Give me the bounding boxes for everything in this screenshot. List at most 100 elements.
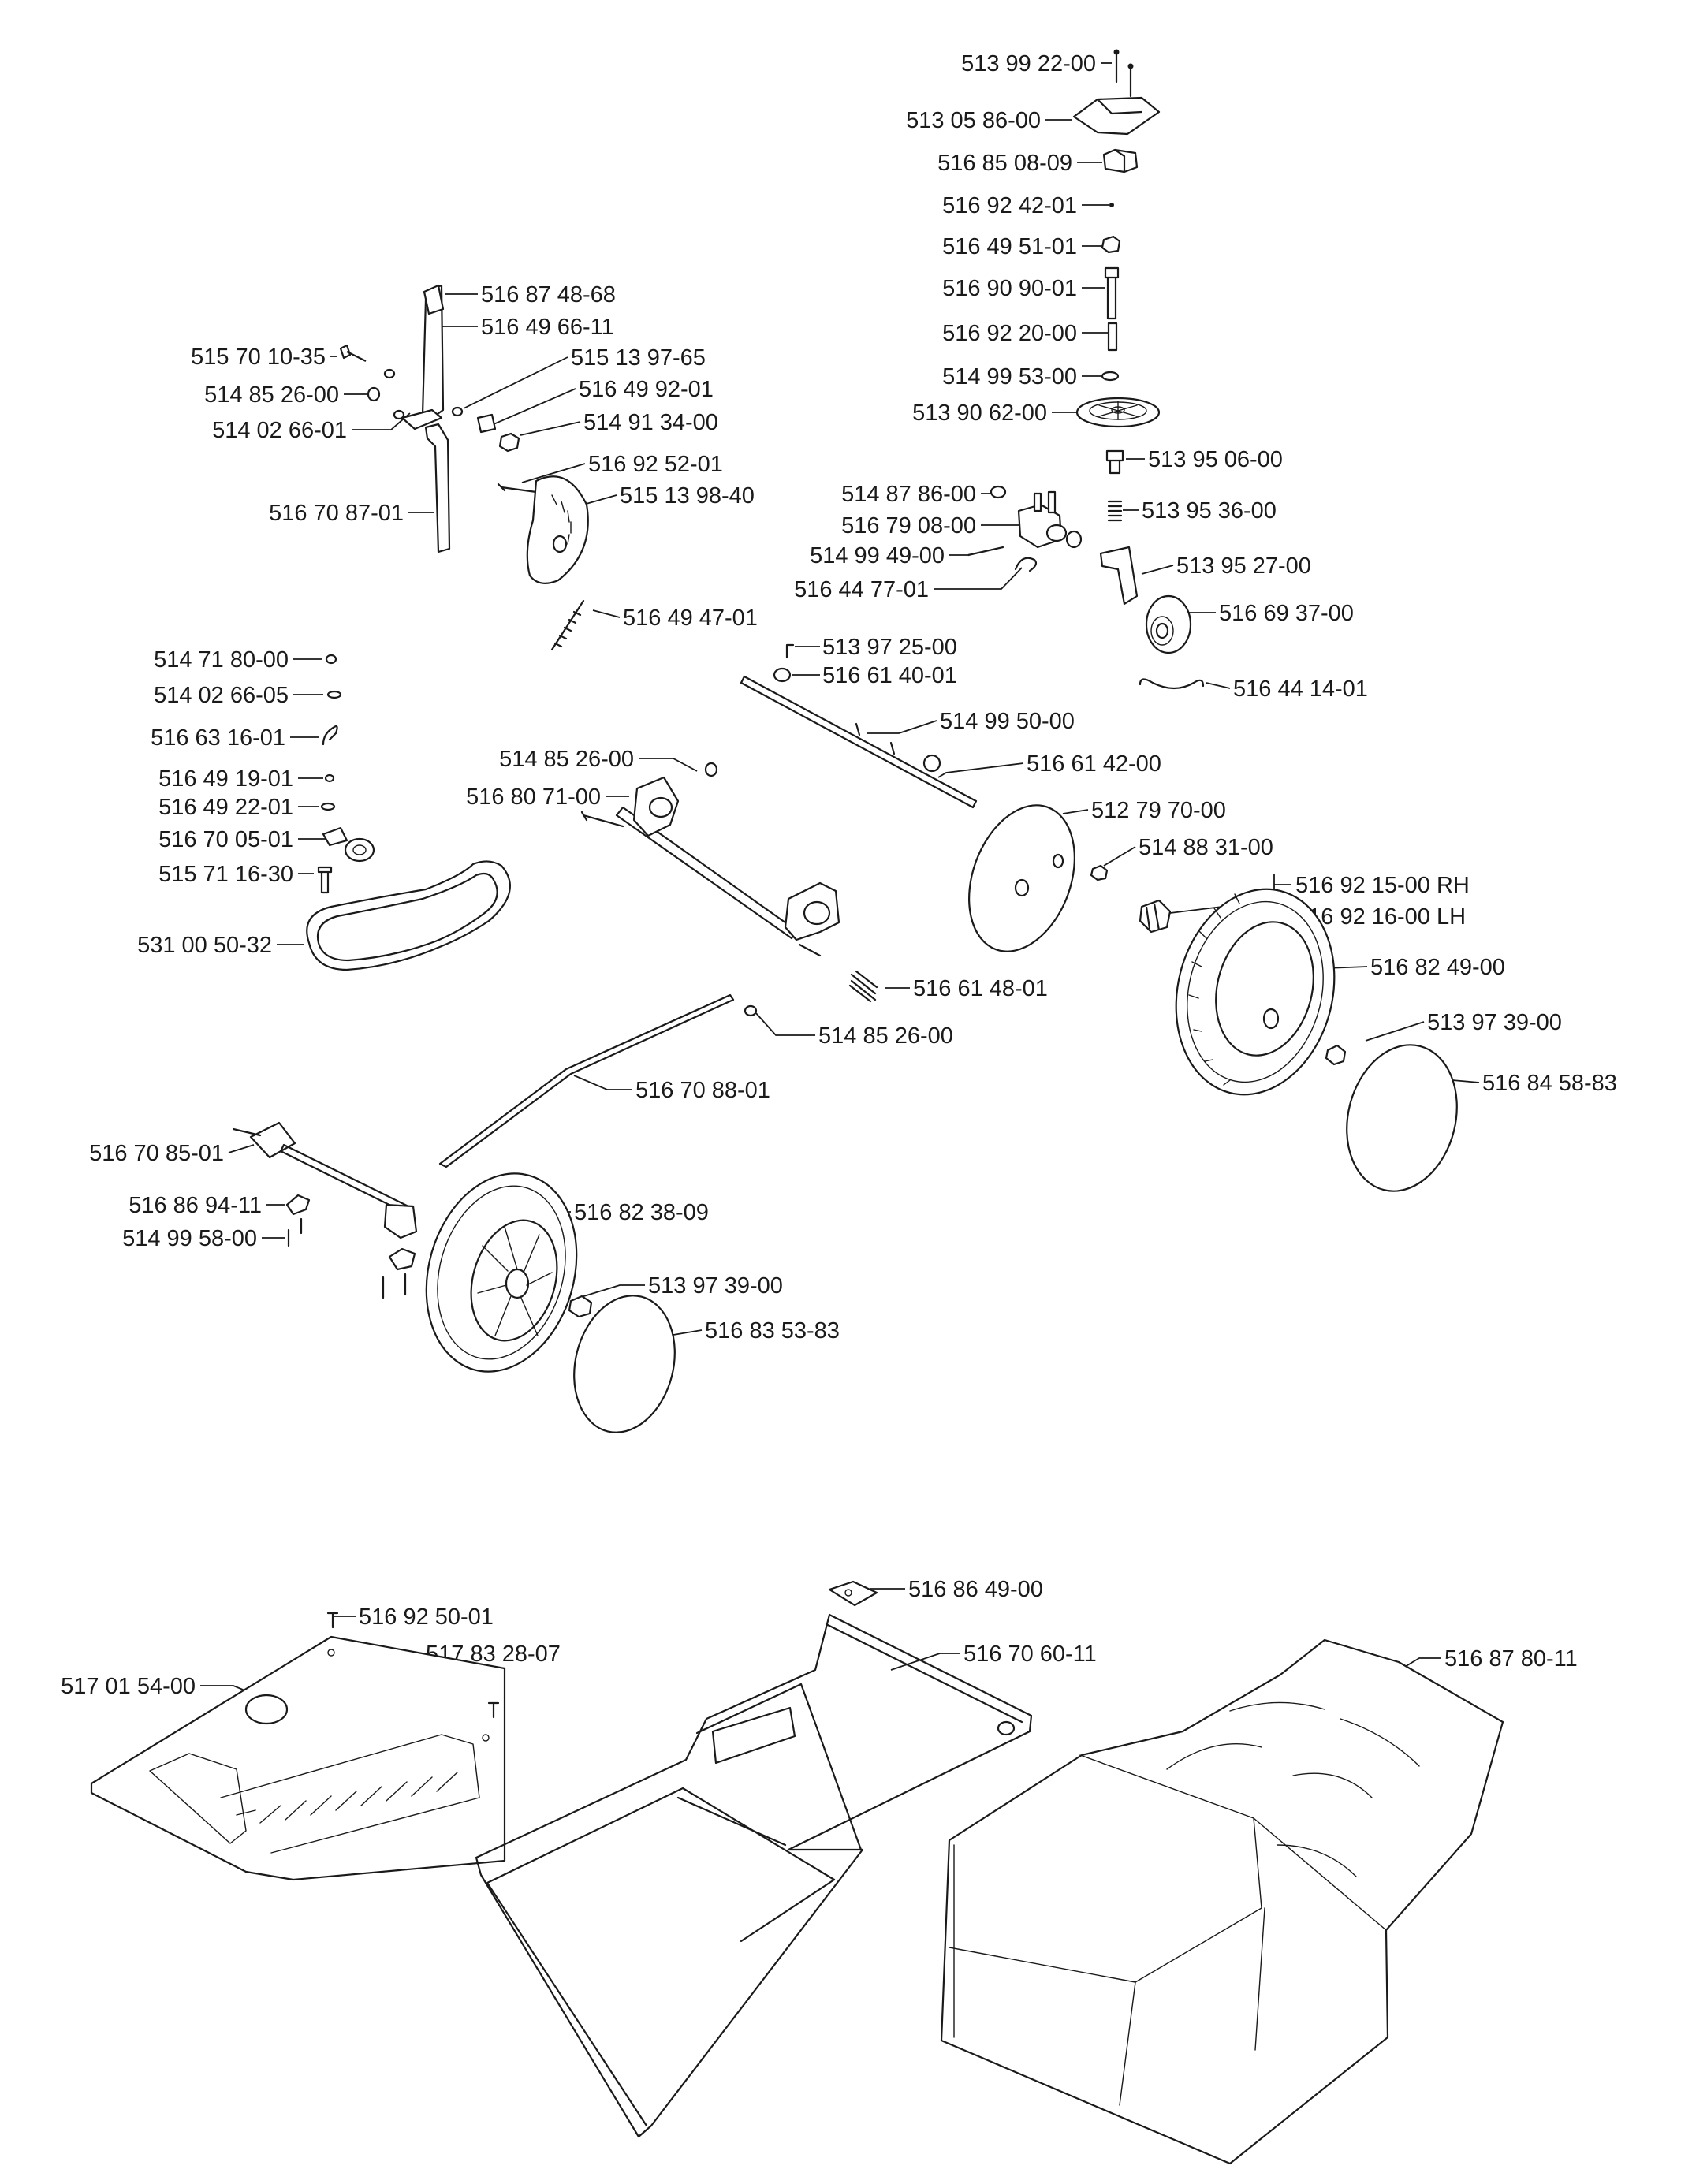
part-label: 516 80 71-00 [466,785,601,810]
part-label: 516 44 77-01 [794,577,929,602]
callout-labels: 513 99 22-00 513 05 86-00 516 85 08-09 5… [61,51,1617,1699]
part-label: 516 69 37-00 [1219,601,1354,626]
bolt-516-90 [1104,266,1120,320]
clip-514-85-26-b [704,762,718,777]
part-label: 514 02 66-01 [212,418,347,443]
spring-516-49-47 [550,599,585,651]
part-label: 516 92 20-00 [942,321,1077,346]
part-label: 515 71 16-30 [158,862,293,887]
clip-left-lower [388,1247,416,1271]
clip-516-44-77 [1014,557,1038,572]
plate-512-79-70 [968,804,1075,952]
part-label: 516 49 22-01 [158,795,293,820]
part-label: 516 61 42-00 [1027,751,1161,777]
part-label: 516 49 47-01 [623,606,758,631]
part-label: 513 95 36-00 [1142,498,1277,524]
cover-517-83-28 [90,1635,506,1881]
part-label: 516 61 40-01 [822,663,957,688]
part-label: 516 61 48-01 [913,976,1048,1001]
part-label: 513 05 86-00 [906,108,1041,133]
nut-514-88 [1090,864,1109,881]
hubcap-516-83-53 [573,1295,676,1433]
wheel-516-82-49 [1175,888,1336,1096]
part-label: 512 79 70-00 [1091,798,1226,823]
clip-516-86-94 [285,1194,311,1216]
part-label: 516 92 52-01 [588,452,723,477]
screw-516-92-50 [326,1612,339,1629]
part-label: 513 99 22-00 [961,51,1096,76]
part-label: 516 86 49-00 [908,1577,1043,1602]
grip-516-87-48 [423,284,445,315]
nut-514-71 [325,654,337,665]
bushing-516-61-40 [773,667,792,683]
part-label: 514 99 49-00 [810,543,945,568]
belt-531-00 [306,860,511,971]
part-label: 513 97 39-00 [1427,1010,1562,1035]
part-label: 516 49 19-01 [158,766,293,792]
gear-516-92-15 [1139,899,1172,934]
part-label: 515 70 10-35 [191,345,326,370]
pin-513-97-25 [785,643,795,659]
part-label: 517 01 54-00 [61,1674,196,1699]
idler-516-70-05 [322,826,375,863]
part-label: 516 90 90-01 [942,276,1077,301]
washer-514-85 [383,368,396,379]
part-label: 516 70 85-01 [89,1141,224,1166]
clip-514-85-26-c [744,1004,758,1017]
screw-right-cover [487,1701,500,1719]
gear-housing-516-79 [990,485,1083,549]
washer-514-02-66 [393,409,405,420]
part-drawings [90,49,1504,2165]
part-label: 516 82 38-09 [574,1200,709,1225]
part-label: 515 13 97-65 [571,345,706,371]
part-label: 514 71 80-00 [154,647,289,673]
washer-514-99 [1101,371,1120,382]
axle-516-70-85 [249,1121,413,1216]
axle-516-80-71 [580,776,840,957]
part-label: 516 70 60-11 [964,1642,1097,1667]
spring-513-95 [1107,500,1123,522]
spring-516-61-48 [848,970,878,1003]
washer-515-13-97 [451,406,464,417]
part-label: 516 49 51-01 [942,234,1077,259]
part-label: 514 85 26-00 [204,382,339,408]
part-label: 516 63 16-01 [151,725,285,751]
part-label: 513 95 27-00 [1176,553,1311,579]
nut-513-97-39-b [568,1295,593,1318]
part-label: 514 85 26-00 [818,1023,953,1049]
pulley-513-90 [1075,397,1161,428]
part-label: 516 83 53-83 [705,1318,840,1344]
clip-514-85-26 [367,386,381,402]
part-label: 514 88 31-00 [1139,835,1273,860]
part-label: 516 70 88-01 [636,1078,770,1103]
part-label: 516 87 80-11 [1444,1646,1578,1672]
bushing-513-95 [1105,449,1124,475]
rod-516-70-88 [438,993,735,1168]
part-label: 516 92 15-00 RH [1295,873,1470,898]
spring-clip-516-44-14 [1139,678,1205,690]
part-label: 516 86 94-11 [129,1193,262,1218]
bracket-513-05 [1072,96,1161,136]
bearing-514-99-50 [922,754,941,773]
part-label: 513 95 06-00 [1148,447,1283,472]
hubcap-516-84-58 [1346,1044,1458,1192]
lever-516-70-87 [424,423,451,553]
small-screw [1109,203,1114,207]
part-label: 514 99 50-00 [940,709,1075,734]
part-label: 516 49 66-11 [481,315,614,340]
part-label: 513 97 25-00 [822,635,957,660]
bracket-513-95-27 [1099,546,1139,606]
part-label: 516 92 50-01 [359,1604,494,1630]
bracket-516-49-66 [401,408,443,430]
part-label: 516 87 48-68 [481,282,616,307]
part-label: 514 02 66-05 [154,683,289,708]
part-label: 514 87 86-00 [841,482,976,507]
arm-516-63 [322,725,338,746]
part-label: 516 70 87-01 [269,501,404,526]
part-label: 516 84 58-83 [1482,1071,1617,1096]
pin-514-99-49 [967,546,1004,557]
nut-516-49 [1101,235,1121,254]
bushing-516-49-92 [476,413,497,434]
bolt-515-70-10 [339,344,367,362]
